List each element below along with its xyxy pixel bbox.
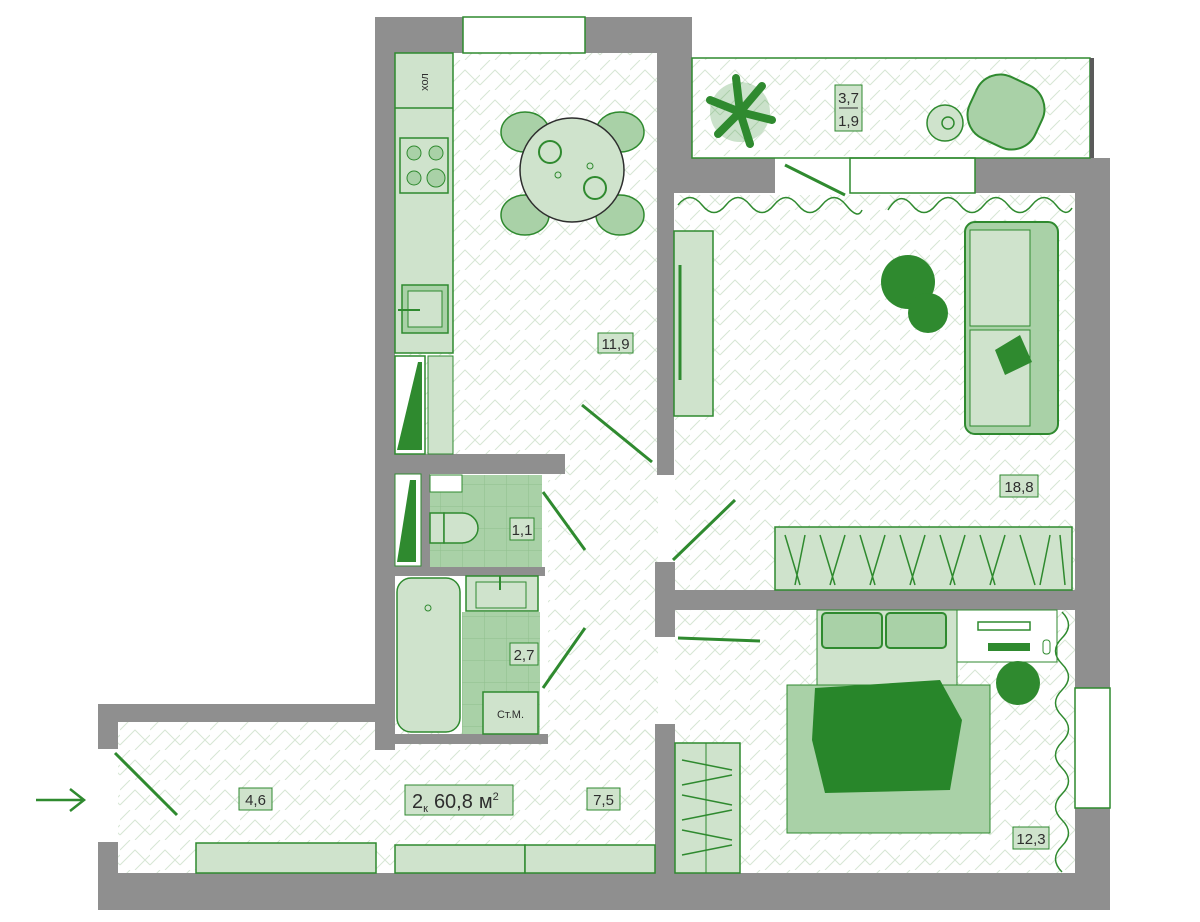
hall-cabinet (524, 844, 656, 874)
round-table-icon (926, 104, 964, 142)
chair-icon (996, 661, 1040, 705)
balcony: 3,7 1,9 (691, 57, 1094, 159)
stove-icon (399, 137, 449, 194)
hall-wardrobe (674, 742, 741, 874)
washing-machine-icon (482, 691, 539, 735)
windows (462, 16, 1111, 809)
curtain-bedroom (1054, 611, 1070, 873)
balcony-area-top: 3,7 (838, 90, 859, 107)
shoe-cabinet (195, 842, 377, 874)
bed-icon (786, 609, 991, 834)
sink-icon (398, 284, 449, 334)
bench (394, 844, 526, 874)
bedroom: 12,3 (677, 609, 1070, 873)
hall-area: 7,5 (593, 792, 614, 809)
plant-icon (706, 74, 776, 148)
kitchen-door (581, 403, 653, 464)
living-area: 18,8 (1004, 479, 1033, 496)
entrance-door (113, 751, 179, 817)
side-table-icon (908, 293, 948, 333)
balcony-area-bottom: 1,9 (838, 113, 859, 130)
living-room: 18,8 (671, 163, 1073, 591)
dining-set-icon (500, 111, 645, 236)
washbasin-icon (465, 575, 539, 612)
monitor-icon (977, 621, 1031, 631)
bath-door (541, 627, 587, 689)
bathtub-icon (396, 577, 461, 733)
total-area-box (404, 784, 514, 816)
entry-area: 4,6 (245, 792, 266, 809)
sofa-icon (964, 221, 1059, 435)
keyboard-icon (988, 643, 1030, 651)
mouse-icon (1042, 639, 1051, 655)
curtain-left (677, 196, 863, 215)
kitchen: хол 11,9 (394, 52, 653, 464)
living-door (671, 498, 737, 562)
curtain-right (887, 196, 1073, 214)
entrance-arrow-icon (36, 788, 87, 812)
bath-area: 2,7 (514, 647, 535, 664)
bedroom-area: 12,3 (1016, 831, 1045, 848)
bathroom: 2,7 Ст.М. (396, 575, 587, 735)
kitchen-area: 11,9 (601, 336, 629, 353)
washer-label: Ст.М. (497, 709, 524, 721)
walls (98, 17, 1110, 910)
wc: 1,1 (394, 473, 587, 567)
balcony-door (784, 163, 846, 197)
desk (956, 609, 1058, 663)
wc-door (541, 491, 587, 551)
wc-area: 1,1 (512, 522, 533, 539)
toilet-icon (429, 512, 479, 544)
armchair-icon (966, 73, 1046, 151)
bedroom-door (677, 636, 761, 643)
fridge-label: хол (419, 73, 431, 91)
